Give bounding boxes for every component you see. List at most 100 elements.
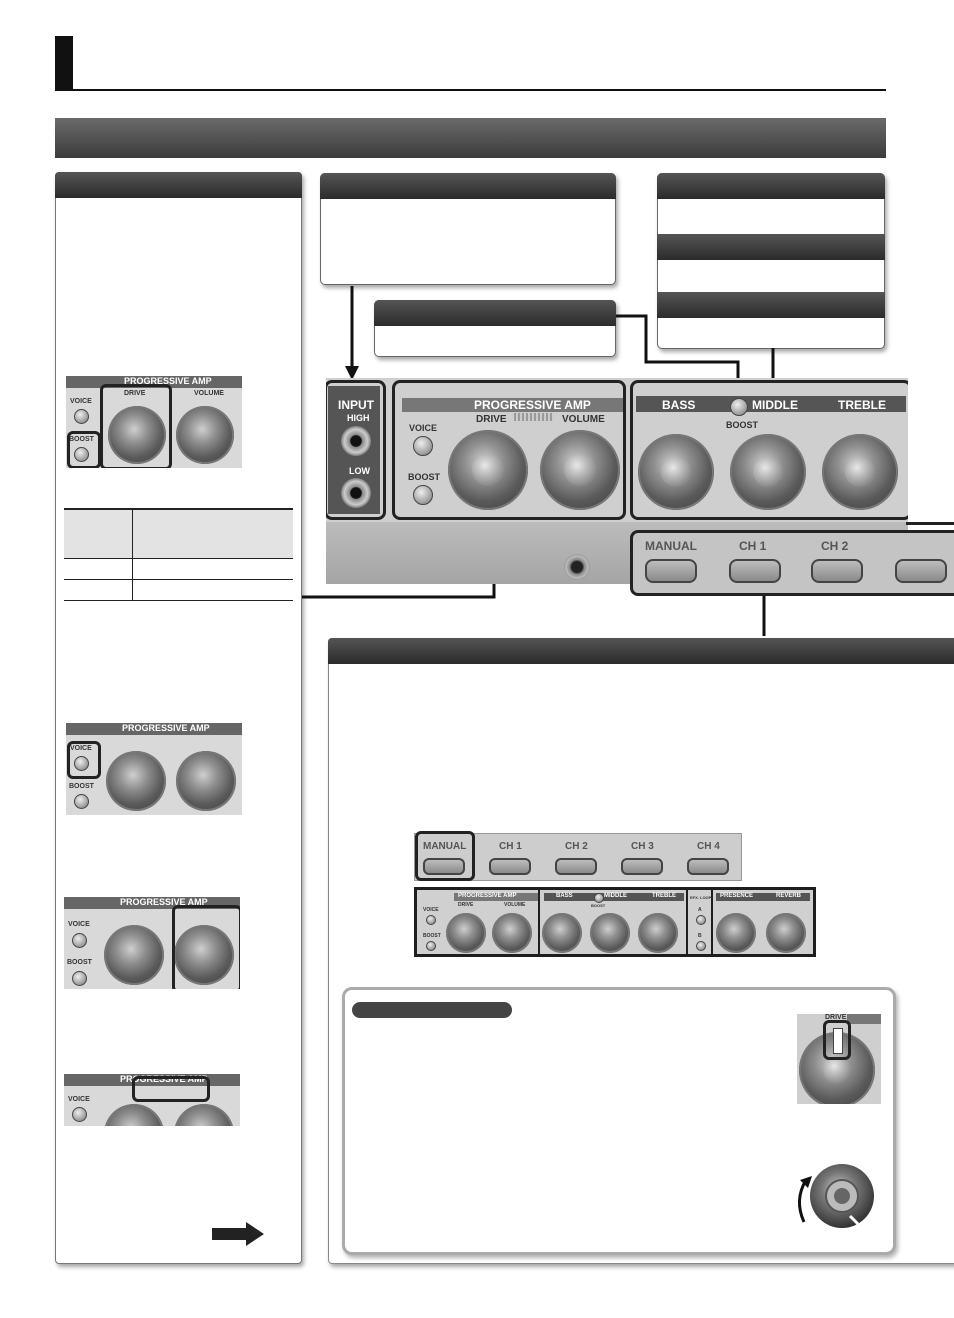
boost-button [74,794,89,809]
drive-knob [104,925,164,985]
amp-thumbnail-volume: PROGRESSIVE AMP VOICE BOOST [64,897,240,989]
eq-highlight [630,380,908,520]
chapter-marker [55,36,73,90]
fp-prog-amp: PROGRESSIVE AMP [458,893,517,899]
volume-knob [174,925,234,985]
voice-button[interactable] [413,436,433,456]
ch1-label-small: CH 1 [499,841,522,852]
channel-strip: MANUAL CH 1 CH 2 [630,530,954,596]
thumb-title: PROGRESSIVE AMP [124,376,212,386]
fp-middle-boost: BOOST [591,903,606,908]
fp-drive: DRIVE [458,902,474,908]
fp-boost-button [426,941,436,951]
boost-highlight [67,431,101,468]
voice-button [72,933,87,948]
phones-jack[interactable] [564,554,590,580]
fp-volume: VOLUME [504,902,526,908]
manual-highlight [415,831,475,881]
fp-middle: MIDDLE [604,893,627,899]
header-rule [55,89,886,91]
ch2-label: CH 2 [821,539,849,553]
drive-knob [108,406,166,464]
manual-label-small: MANUAL [423,841,467,852]
ch4-button-small[interactable] [687,858,729,875]
rotate-knob-icon [798,1164,874,1228]
input-highlight [326,380,386,520]
fp-reverb-knob [766,913,806,953]
fp-presence-knob [716,913,756,953]
fp-reverb: REVERB [776,893,802,899]
input-low-label: LOW [349,466,370,476]
amp-thumbnail-voice: PROGRESSIVE AMP VOICE BOOST [66,723,242,815]
note-title-bar [352,1002,512,1018]
fp-loop-a: A [698,907,702,913]
pointer-marker [833,1028,843,1054]
fp-drive-knob [446,913,486,953]
fp-loop-b: B [698,933,702,939]
fp-voice-button [426,915,436,925]
drive-knob [104,1104,164,1126]
fp-middle-boost-button [594,893,604,903]
ch4-label-small: CH 4 [697,841,720,852]
middle-label: MIDDLE [752,398,798,412]
manual-label: MANUAL [645,539,697,553]
fp-treble: TREBLE [652,893,676,899]
prog-amp-highlight [392,380,626,520]
fp-voice: VOICE [423,907,439,913]
amp-thumbnail-meter: PROGRESSIVE AMP VOICE [64,1074,240,1126]
detail-drive-label: DRIVE [825,1014,847,1021]
treble-label: TREBLE [838,398,886,412]
drive-knob-detail: DRIVE [797,1014,881,1104]
boost-button [72,971,87,986]
full-panel-small: PROGRESSIVE AMP DRIVE VOLUME VOICE BOOST… [414,887,816,957]
ch1-button[interactable] [729,559,781,583]
input-callout-header [320,173,616,199]
channel-strip-small: MANUAL CH 1 CH 2 CH 3 CH 4 [414,831,742,881]
thumb-title: PROGRESSIVE AMP [120,897,208,907]
middle-boost-button[interactable] [730,398,748,416]
boost-button[interactable] [413,485,433,505]
ch2-button-small[interactable] [555,858,597,875]
input-title: INPUT [338,398,374,412]
volume-knob [176,406,234,464]
thumb-title: PROGRESSIVE AMP [120,1074,208,1084]
volume-knob [176,751,236,811]
prog-amp-title: PROGRESSIVE AMP [474,398,591,412]
ch1-button-small[interactable] [489,858,531,875]
drive-knob [106,751,166,811]
meter-highlight [132,1076,210,1102]
ch2-button[interactable] [811,559,863,583]
ch3-button-small[interactable] [621,858,663,875]
fp-treble-knob [638,913,678,953]
boost-label: BOOST [408,472,441,482]
section-title-bar [55,118,886,158]
ch3-button[interactable] [895,559,947,583]
amp-thumbnail-boost: PROGRESSIVE AMP VOICE BOOST DRIVE VOLUME [66,376,242,468]
voice-button [72,1107,87,1122]
eq-callout-header-3 [657,292,885,318]
input-low-jack[interactable] [341,478,371,508]
voice-button [74,756,89,771]
boost-button [74,447,89,462]
voice-highlight [67,741,101,779]
eq-callout-box [657,173,885,349]
manual-button[interactable] [645,559,697,583]
boost-callout-header [374,300,616,326]
voice-label: VOICE [409,423,438,433]
fp-volume-knob [492,913,532,953]
fp-efx-loop: EFX. LOOP [690,895,712,900]
fp-boost: BOOST [423,933,441,939]
thumb-title: PROGRESSIVE AMP [122,723,210,733]
level-meter [514,413,554,421]
bass-label: BASS [662,398,696,412]
drive-label: DRIVE [476,414,507,425]
left-column-header [55,172,302,198]
ch3-label-small: CH 3 [631,841,654,852]
manual-button-small[interactable] [423,858,465,875]
voice-button [74,409,89,424]
fp-middle-knob [590,913,630,953]
input-high-jack[interactable] [341,426,371,456]
eq-callout-header-2 [657,234,885,260]
pointer-highlight [823,1020,851,1060]
volume-knob [174,1104,234,1126]
